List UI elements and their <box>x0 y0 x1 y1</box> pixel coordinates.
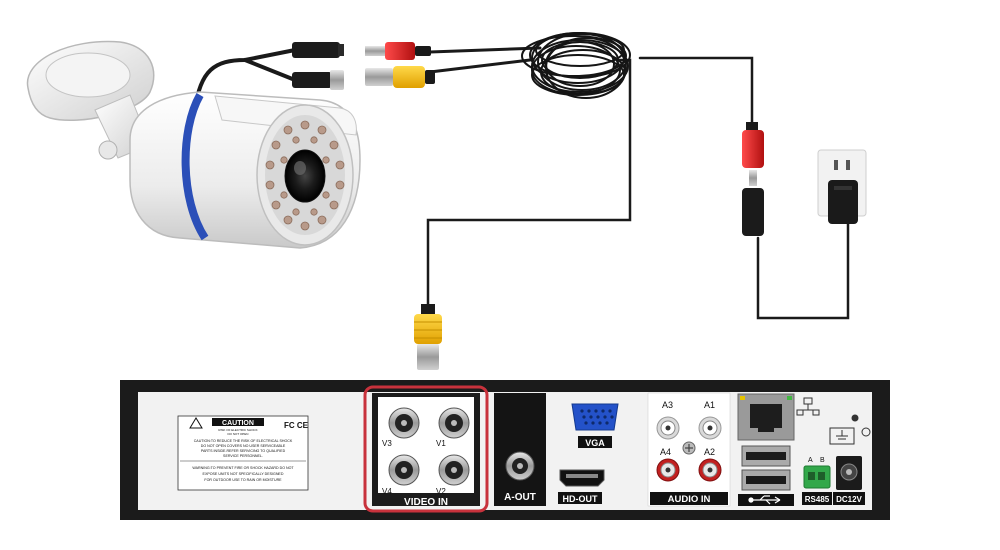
label-v4: V4 <box>382 487 392 496</box>
a-out-block: A-OUT <box>494 393 546 506</box>
label-a2: A2 <box>704 447 715 457</box>
video-in-label: VIDEO IN <box>404 497 448 508</box>
label-a3: A3 <box>662 400 673 410</box>
caution-title: CAUTION <box>222 420 254 427</box>
bullet-camera <box>26 40 361 249</box>
bnc-port-v4 <box>388 454 420 486</box>
camera-blue-ring <box>181 93 209 241</box>
hdmi-label: HD-OUT <box>563 494 598 504</box>
bnc-plug-to-dvr <box>414 304 442 370</box>
label-v3: V3 <box>382 439 392 448</box>
cable-connectors <box>365 42 435 88</box>
power-rs485-block: A B RS485 DC12V <box>802 414 871 505</box>
rca-port-a1 <box>698 416 722 440</box>
bnc-port-v3 <box>388 407 420 439</box>
warning-line-6: EXPOSE UNITS NOT SPECIFICALLY DESIGNED <box>203 472 284 476</box>
power-cable-to-adapter <box>638 56 754 130</box>
cable-bnc-male <box>365 68 393 86</box>
power-connectors <box>742 122 764 236</box>
ground-icon <box>829 427 855 445</box>
label-a1: A1 <box>704 400 715 410</box>
power-female-red <box>742 130 764 168</box>
cable-coil <box>521 32 631 99</box>
camera-lens <box>284 149 326 203</box>
rs485-terminal <box>803 465 831 489</box>
video-in-block: V3 V1 V4 V2 VIDEO IN <box>372 393 480 508</box>
label-v2: V2 <box>436 487 446 496</box>
bnc-port-v2 <box>438 454 470 486</box>
rs485-label: RS485 <box>805 495 830 504</box>
usb-icon <box>748 495 781 505</box>
video-in-highlight <box>363 385 489 513</box>
warning-line-4: SERVICE PERSONNEL. <box>223 454 263 458</box>
rca-port-a3 <box>656 416 680 440</box>
cable-dc-male-red <box>385 42 415 60</box>
caution-label: CAUTION RISK OF ELECTRIC SHOCK DO NOT OP… <box>177 415 309 491</box>
power-adapter <box>828 180 858 224</box>
label-v1: V1 <box>436 439 446 448</box>
camera-bnc-female <box>292 72 332 88</box>
vga-label: VGA <box>585 438 605 448</box>
video-cable-to-dvr <box>426 58 632 312</box>
warning-line-2: DO NOT OPEN COVERS NO USER SERVICEABLE <box>201 444 286 448</box>
dvr-recorder: CAUTION RISK OF ELECTRIC SHOCK DO NOT OP… <box>120 380 890 520</box>
rca-port-a2 <box>698 458 722 482</box>
audio-in-label: AUDIO IN <box>668 494 711 505</box>
caution-line1: RISK OF ELECTRIC SHOCK <box>218 428 257 432</box>
warning-line-1: CAUTION:TO REDUCE THE RISK OF ELECTRICAL… <box>194 439 293 443</box>
network-icon <box>796 397 820 416</box>
camera-pigtail-cable-2 <box>243 58 297 82</box>
audio-in-block: A3 A1 A4 A2 AUDIO IN <box>647 392 731 507</box>
rs485-a-label: A <box>808 457 813 464</box>
rs485-b-label: B <box>820 457 825 464</box>
bnc-port-v1 <box>438 407 470 439</box>
power-male-black <box>742 188 764 236</box>
dc12v-label: DC12V <box>836 495 862 504</box>
video-lead-cable <box>428 58 532 74</box>
a-out-label: A-OUT <box>504 492 536 503</box>
lan-usb-block <box>737 393 820 506</box>
label-a4: A4 <box>660 447 671 457</box>
camera-dc-female <box>292 42 340 58</box>
vga-hdmi-block: VGA HD-OUT <box>558 403 619 504</box>
adapter-cord <box>756 220 850 320</box>
fcc-ce-marks: FC CE <box>284 421 309 430</box>
power-outlet <box>817 149 867 224</box>
warning-line-7: FOR OUTDOOR USE TO RAIN OR MOISTURE <box>204 478 282 482</box>
camera-connectors <box>292 42 344 90</box>
power-lead-cable <box>428 46 542 54</box>
ir-led-ring <box>265 120 345 231</box>
caution-line2: DO NOT OPEN <box>228 432 249 436</box>
warning-line-3: PARTS INSIDE.REFER SERVICING TO QUALIFIE… <box>201 449 286 453</box>
rca-port-a4 <box>656 458 680 482</box>
screw-icon <box>682 441 696 455</box>
warning-line-5: WARNING:TO PREVENT FIRE OR SHOCK HAZARD … <box>192 466 294 470</box>
